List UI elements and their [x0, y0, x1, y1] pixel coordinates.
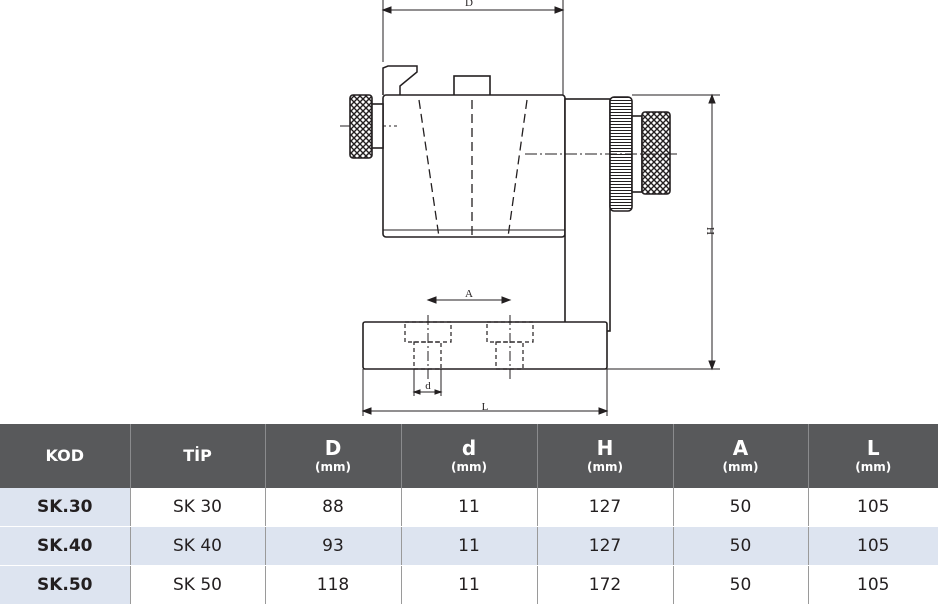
header-H: H(mm)	[537, 424, 674, 488]
cell-H: 172	[537, 565, 674, 605]
cell-L: 105	[808, 488, 938, 527]
top-nut	[453, 75, 491, 97]
table-header-row: KOD TİP D(mm) d(mm) H(mm) A(mm) L(mm)	[0, 424, 938, 488]
technical-drawing: D A d L H	[340, 0, 720, 416]
upright-column	[564, 98, 611, 332]
cell-kod: SK.50	[0, 565, 131, 605]
cell-d: 11	[401, 488, 538, 527]
header-L: L(mm)	[808, 424, 938, 488]
header-tip: TİP	[130, 424, 266, 488]
cell-tip: SK 40	[130, 526, 266, 566]
base-plate	[362, 321, 608, 370]
cell-d: 11	[401, 526, 538, 566]
taper-bore	[418, 99, 528, 238]
cell-tip: SK 30	[130, 488, 266, 527]
label-d: d	[425, 380, 431, 392]
header-D: D(mm)	[265, 424, 402, 488]
cell-A: 50	[673, 565, 809, 605]
cell-D: 88	[265, 488, 402, 527]
cell-L: 105	[808, 526, 938, 566]
left-knob-icon	[340, 94, 397, 159]
cell-H: 127	[537, 526, 674, 566]
label-A: A	[465, 288, 473, 300]
cell-tip: SK 50	[130, 565, 266, 605]
dimension-H	[607, 93, 720, 371]
spec-table: KOD TİP D(mm) d(mm) H(mm) A(mm) L(mm) SK…	[0, 424, 938, 605]
label-L: L	[482, 401, 489, 413]
dimension-D	[381, 0, 565, 95]
header-d: d(mm)	[401, 424, 538, 488]
cell-kod: SK.30	[0, 488, 131, 527]
label-D: D	[465, 0, 473, 9]
cell-A: 50	[673, 526, 809, 566]
cell-kod: SK.40	[0, 526, 131, 566]
dimension-A	[426, 296, 512, 304]
cell-d: 11	[401, 565, 538, 605]
main-body	[382, 94, 566, 238]
cell-H: 127	[537, 488, 674, 527]
table-row: SK.30 SK 30 88 11 127 50 105	[0, 488, 938, 527]
dimension-L	[361, 369, 609, 416]
cell-D: 93	[265, 526, 402, 566]
dimension-d	[412, 369, 443, 396]
header-kod: KOD	[0, 424, 131, 488]
table-row: SK.50 SK 50 118 11 172 50 105	[0, 565, 938, 605]
cell-A: 50	[673, 488, 809, 527]
header-A: A(mm)	[673, 424, 809, 488]
cell-D: 118	[265, 565, 402, 605]
label-H: H	[704, 227, 716, 235]
cell-L: 105	[808, 565, 938, 605]
right-knob-icon	[525, 96, 680, 212]
table-row: SK.40 SK 40 93 11 127 50 105	[0, 526, 938, 566]
clamp-tab	[382, 65, 418, 95]
